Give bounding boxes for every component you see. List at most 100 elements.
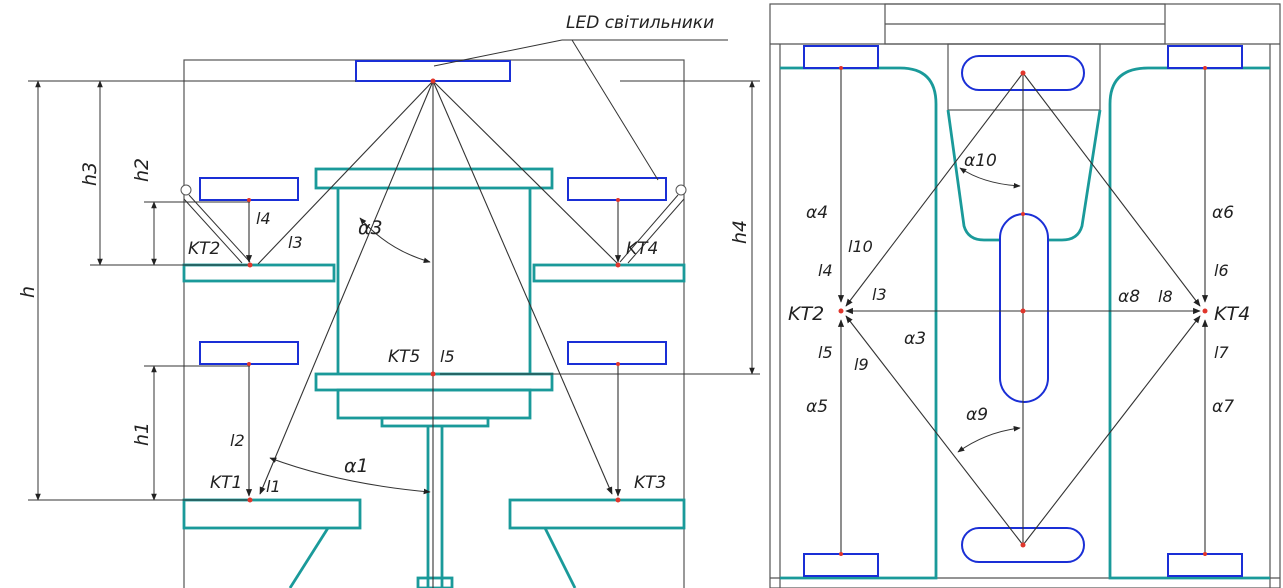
label-a3-left: α3: [358, 217, 383, 239]
label-l10: l10: [848, 237, 873, 256]
callout-leader-top: [433, 39, 563, 67]
callout-label: LED світильники: [566, 13, 714, 33]
label-h1: h1: [131, 422, 153, 446]
led-corner-bottom-left: [803, 553, 879, 577]
angle-arc-a10: [959, 167, 1021, 189]
led-corner-top-left: [803, 45, 879, 69]
point-kt2-right: [838, 308, 844, 314]
right-side-profile: [1108, 66, 1270, 580]
led-oval-center: [999, 213, 1049, 403]
mount-circle-right: [675, 184, 687, 196]
angle-arc-a1: [269, 457, 431, 495]
label-a4: α4: [806, 203, 828, 223]
label-l5: l5: [440, 347, 455, 366]
label-a9: α9: [966, 405, 988, 425]
point-corner-tr: [1203, 66, 1207, 70]
point-led-lower-left: [247, 362, 251, 366]
point-kt4: [615, 262, 621, 268]
led-lower-right: [567, 341, 667, 365]
label-l4: l4: [256, 209, 271, 228]
label-h2: h2: [131, 158, 153, 182]
label-kt1: KT1: [210, 473, 242, 493]
led-corner-bottom-right: [1167, 553, 1243, 577]
left-cabinet-frame: [183, 59, 685, 588]
callout-leader-side: [571, 39, 659, 181]
led-upper-left: [199, 177, 299, 201]
label-l6: l6: [1214, 261, 1229, 280]
upper-left-shelf: [182, 263, 336, 283]
label-h4: h4: [729, 220, 751, 244]
light-rays: [257, 80, 619, 588]
label-kt3: KT3: [634, 473, 666, 493]
label-a6: α6: [1212, 203, 1234, 223]
point-corner-bl: [839, 552, 843, 556]
ray-to-kt1: [259, 80, 434, 495]
ray-bottom-to-kt4: [1022, 315, 1201, 546]
label-kt2: KT2: [188, 239, 220, 259]
dimensions: [28, 80, 760, 501]
point-top-oval: [1020, 70, 1026, 76]
label-l2: l2: [230, 431, 245, 450]
point-bottom-oval: [1020, 542, 1026, 548]
label-l1: l1: [266, 477, 281, 496]
central-base: [336, 388, 532, 420]
point-top-led: [430, 78, 436, 84]
led-lower-left: [199, 341, 299, 365]
label-l8: l8: [1158, 287, 1173, 306]
mount-arm-left-b: [183, 198, 243, 264]
ray-to-kt4: [432, 80, 619, 265]
lower-left-leg: [288, 527, 330, 588]
label-l3-right: l3: [872, 285, 887, 304]
label-kt5: KT5: [388, 347, 420, 367]
ray-top-to-kt4: [1022, 72, 1201, 307]
point-center-oval-top: [1021, 212, 1025, 216]
ray-to-kt3: [432, 80, 613, 495]
right-view: KT2 KT4 α4 l4 l10 l3 α3 l5 l9 α5 α10 α9 …: [769, 3, 1281, 588]
lower-right-shelf: [508, 498, 686, 530]
angle-arc-a9: [957, 425, 1021, 453]
point-kt4-right: [1202, 308, 1208, 314]
label-kt2-right: KT2: [788, 303, 824, 325]
point-corner-br: [1203, 552, 1207, 556]
ray-to-kt2: [257, 80, 434, 265]
label-a10: α10: [964, 151, 997, 171]
point-center-right: [1020, 308, 1026, 314]
led-corner-top-right: [1167, 45, 1243, 69]
label-l5-right: l5: [818, 343, 833, 362]
led-upper-right: [567, 177, 667, 201]
point-led-upper-left: [247, 198, 251, 202]
left-side-profile: [780, 66, 938, 580]
central-bottom-plate: [314, 372, 554, 392]
mount-circle-left: [180, 184, 192, 196]
label-h: h: [17, 286, 39, 298]
point-kt1: [247, 497, 253, 503]
mount-arm-left-a: [188, 194, 251, 263]
point-kt3: [615, 497, 621, 503]
label-l3: l3: [288, 233, 303, 252]
label-kt4: KT4: [626, 239, 658, 259]
point-kt5: [430, 371, 436, 377]
label-kt4-right: KT4: [1214, 303, 1250, 325]
label-h3: h3: [79, 162, 101, 186]
mount-arm-right-b: [627, 198, 685, 264]
label-a1: α1: [344, 455, 369, 477]
mount-arm-right-a: [619, 194, 679, 263]
label-a3-right: α3: [904, 329, 926, 349]
point-corner-tl: [839, 66, 843, 70]
central-foot: [380, 416, 490, 428]
point-led-upper-right: [616, 198, 620, 202]
upper-right-shelf: [532, 263, 686, 283]
ray-l9: [845, 315, 1024, 546]
ray-l10: [845, 72, 1024, 307]
angle-arc-a3: [359, 217, 431, 263]
label-a5: α5: [806, 397, 828, 417]
central-top-plate: [314, 167, 554, 190]
label-a7: α7: [1212, 397, 1234, 417]
label-l4-right: l4: [818, 261, 833, 280]
label-l9: l9: [854, 355, 869, 374]
label-l7: l7: [1214, 343, 1229, 362]
top-led-fixture: [355, 60, 511, 82]
central-post-foot: [416, 576, 454, 588]
